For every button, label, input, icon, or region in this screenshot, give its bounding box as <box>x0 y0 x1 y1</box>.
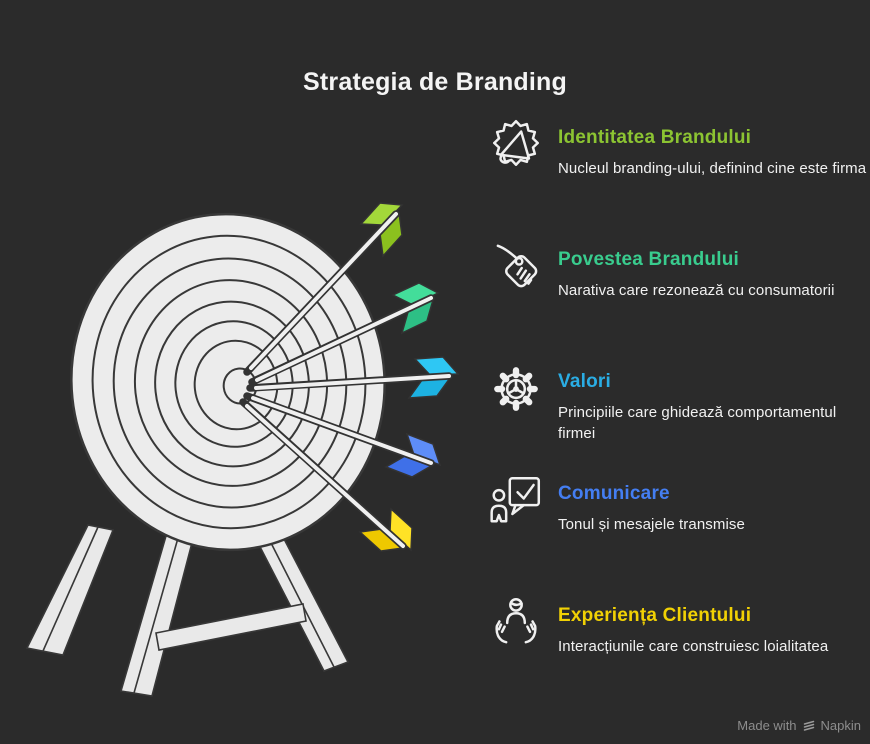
easel-stand <box>25 524 350 697</box>
arrow-fletching-3 <box>407 356 460 399</box>
megaphone-badge-icon <box>493 119 539 166</box>
item-description: Nucleul branding-ului, definind cine est… <box>558 160 867 177</box>
item-description: Narativa care rezonează cu consumatorii <box>558 282 835 299</box>
easel-leg-mid-left <box>119 535 195 697</box>
arrow-fletching-4 <box>384 432 442 478</box>
arrow-fletching-2 <box>391 282 440 335</box>
item-description: Tonul și mesajele transmise <box>558 516 745 533</box>
gear-helm-icon <box>494 367 538 411</box>
dartboard <box>70 212 386 552</box>
easel-crossbar <box>155 603 307 651</box>
arrows <box>239 202 460 552</box>
item-description: Principiile care ghidează comportamentul… <box>558 404 837 442</box>
list-item-valori: Valori Principiile care ghidează comport… <box>487 356 870 444</box>
list-item-comunicare: Comunicare Tonul și mesajele transmise <box>487 468 870 536</box>
dartboard-illustration <box>25 202 460 697</box>
person-chat-check-icon <box>490 477 541 523</box>
arrow-shafts <box>239 210 453 550</box>
page-title: Strategia de Branding <box>303 67 567 96</box>
made-with-napkin-badge[interactable]: Made with Napkin <box>737 718 861 733</box>
list-item-experienta-clientului: Experiența Clientului Interacțiunile car… <box>487 590 870 658</box>
item-heading: Experiența Clientului <box>558 605 752 626</box>
napkin-brand-label: Napkin <box>820 718 861 733</box>
napkin-logo-icon <box>803 720 814 731</box>
list-item-identitatea-brandului: Identitatea Brandului Nucleul branding-u… <box>487 112 870 180</box>
item-heading: Comunicare <box>558 483 670 504</box>
customer-care-icon <box>495 597 537 644</box>
item-heading: Valori <box>558 371 611 392</box>
list-item-povestea-brandului: Povestea Brandului Narativa care rezonea… <box>487 234 870 302</box>
item-heading: Povestea Brandului <box>558 249 739 270</box>
item-heading: Identitatea Brandului <box>558 127 752 148</box>
made-with-label: Made with <box>737 718 797 733</box>
item-description: Interacțiunile care construiesc loialita… <box>558 638 829 655</box>
price-tag-icon <box>496 244 538 288</box>
